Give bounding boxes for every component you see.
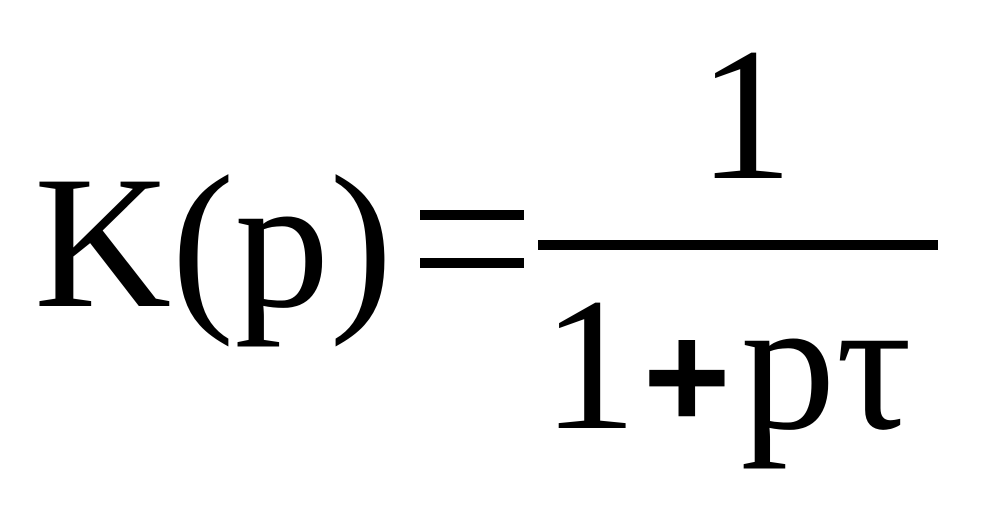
equals-sign	[420, 210, 524, 268]
fraction-denominator: 1+pτ	[542, 270, 912, 460]
fraction-bar	[538, 240, 938, 250]
plus-operator: +	[643, 292, 731, 460]
formula-lhs: K(p)	[34, 138, 393, 348]
denominator-term-one: 1	[542, 260, 637, 470]
equals-bar-bottom	[420, 258, 524, 268]
equals-bar-top	[420, 210, 524, 220]
fraction-numerator: 1	[698, 10, 793, 220]
denominator-term-ptau: pτ	[740, 260, 912, 470]
